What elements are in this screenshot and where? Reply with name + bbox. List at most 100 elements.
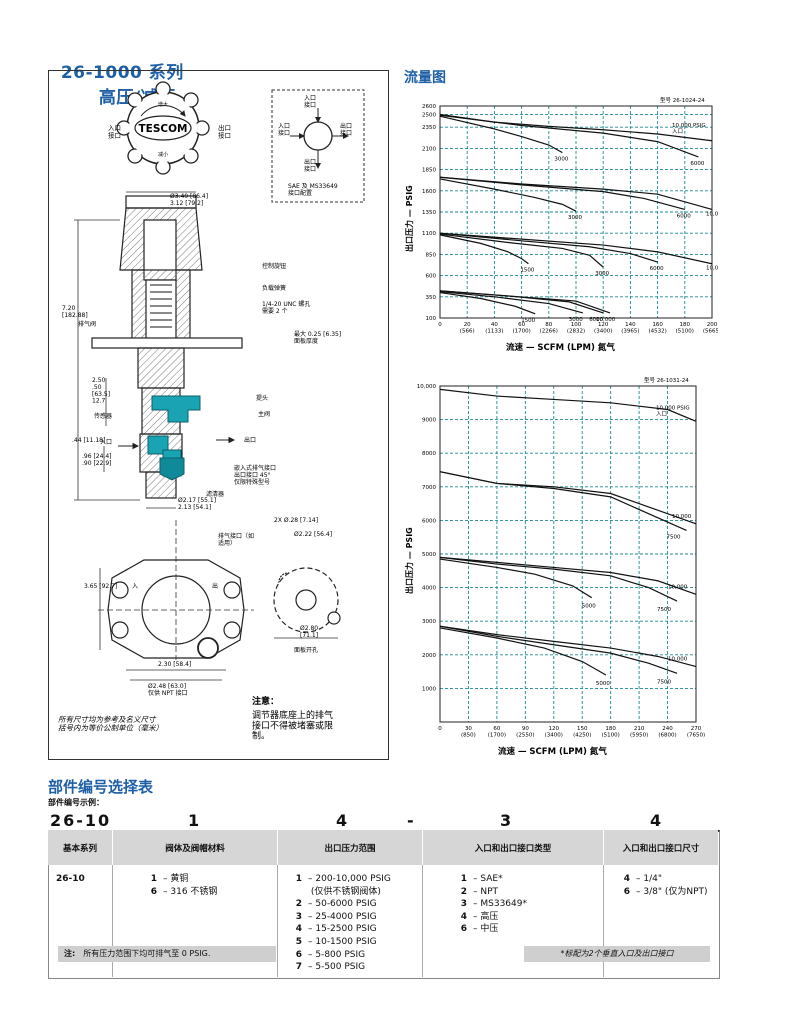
pressure-code: 3 <box>295 911 302 922</box>
dim-44: .44 [11.18] <box>72 437 105 444</box>
col-pressure: 出口压力范围 <box>277 830 423 865</box>
pressure-code: 4 <box>295 924 302 935</box>
col-port-size: 入口和出口接口尺寸 <box>603 830 718 865</box>
y-tick-label: 350 <box>426 295 437 301</box>
pressure-text: – 5-500 PSIG <box>308 962 366 973</box>
dim-96: .96 [24.4].90 [22.9] <box>82 453 112 467</box>
outlet-port-label: 出口接口 <box>218 123 231 139</box>
series-label: 3000 <box>554 157 568 163</box>
y-tick-label: 4000 <box>422 586 436 592</box>
pn-material: 1 <box>188 811 202 830</box>
x-tick-label: 40(1133) <box>485 322 503 334</box>
pressure-option: 1– 200-10,000 PSIG <box>288 873 421 886</box>
dimension-drawing-panel <box>48 70 389 760</box>
dim-panel-thickness: 最大 0.25 [6.35]面板厚度 <box>294 330 341 345</box>
model-label: 型号 26-1024-24 <box>660 96 705 104</box>
series-label: 10,000 <box>706 211 718 217</box>
series-line-4 <box>439 176 685 211</box>
series-line-13 <box>439 291 536 315</box>
note-band: 注:所有压力范围下均可排气至 0 PSIG. <box>58 946 276 962</box>
model-label: 型号 26-1031-24 <box>644 376 689 384</box>
series-line-5 <box>439 558 593 599</box>
note-label: 注: <box>64 949 76 958</box>
x-tick-label: 30(850) <box>461 726 476 738</box>
material-code: 6 <box>150 886 157 897</box>
selection-title: 部件编号选择表 <box>48 778 154 796</box>
pressure-option: (仅供不锈钢阀体) <box>288 886 421 899</box>
dim-screw: 1/4-20 UNC 螺孔需要 2 个 <box>262 300 310 315</box>
series-label: 6000 <box>589 317 603 323</box>
dim-248: Ø2.48 [63.0]仅供 NPT 接口 <box>148 683 188 697</box>
brand-logo: TESCOM <box>139 123 188 135</box>
pressure-option: 2 – 50-6000 PSIG <box>288 898 421 911</box>
material-text: – 黄铜 <box>163 874 189 884</box>
series-line-11 <box>439 290 604 314</box>
y-tick-label: 1100 <box>422 231 436 237</box>
flow-heading: 流量图 <box>404 70 446 86</box>
port-size-text: – 3/8" (仅为NPT) <box>636 886 708 897</box>
pressure-text: – 10-1500 PSIG <box>308 936 377 947</box>
pressure-code: 7 <box>295 962 302 973</box>
y-tick-label: 100 <box>426 316 437 322</box>
selection-table: 基本系列 阀体及阀帽材料 出口压力范围 入口和出口接口类型 入口和出口接口尺寸 … <box>48 830 718 977</box>
pressure-text: (仅供不锈钢阀体) <box>308 886 381 897</box>
dim-knob-diameter: Ø3.40 [86.4]3.12 [79.2] <box>170 193 208 207</box>
pressure-option: 4– 15-2500 PSIG <box>288 923 421 936</box>
port-size-text: – 1/4" <box>636 874 662 884</box>
x-tick-label: 180(5100) <box>676 322 694 334</box>
pressure-text: – 5-800 PSIG <box>308 949 366 960</box>
pressure-code: 1 <box>295 874 302 884</box>
port-type-code: 3 <box>460 899 467 910</box>
pressure-text: – 50-6000 PSIG <box>308 899 377 910</box>
y-tick-label: 2000 <box>422 653 436 659</box>
pressure-text: – 25-4000 PSIG <box>308 911 377 922</box>
callout-8: 嵌入式排气接口出口接口 45°仅限特殊型号 <box>234 464 276 486</box>
dim-250: 2.50.50[63.5]12.7 <box>92 377 110 405</box>
series-label: 10,000 <box>668 657 688 663</box>
port-size-code: 6 <box>623 886 630 897</box>
port-type-option: 3– MS33649* <box>453 898 602 911</box>
cfg-outlet-bottom: 出口接口 <box>304 158 316 173</box>
series-line-1 <box>439 115 563 154</box>
port-type-code: 4 <box>460 911 467 922</box>
pressure-code: 2 <box>295 899 302 910</box>
port-letter-in: 入 <box>132 583 138 590</box>
series-label: 3000 <box>595 271 609 277</box>
port-type-option: 6– 中压 <box>453 923 602 936</box>
dim-217: Ø2.17 [55.1]2.13 [54.1] <box>178 497 216 511</box>
port-type-text: – 高压 <box>473 911 499 922</box>
series-label: 5000 <box>582 604 596 610</box>
x-axis-title: 流速 — SCFM (LPM) 氮气 <box>498 746 607 757</box>
dim-222: Ø2.22 [56.4] <box>294 531 332 538</box>
footnote-band: *标配为2个垂直入口及出口接口 <box>524 946 710 962</box>
y-tick-label: 3000 <box>422 619 436 625</box>
port-type-code: 1 <box>460 874 467 884</box>
x-tick-label: 80(2266) <box>540 322 558 334</box>
pressure-option: 7 – 5-500 PSIG <box>288 961 421 974</box>
port-size-option: 6 – 3/8" (仅为NPT) <box>616 886 717 899</box>
port-type-option: 4 – 高压 <box>453 911 602 924</box>
x-tick-label: 20(566) <box>460 322 475 334</box>
series-label: 6000 <box>690 161 704 167</box>
port-type-text: – SAE* <box>473 874 503 884</box>
pn-port-type: 3 <box>500 811 514 830</box>
series-label: 10,000 <box>672 514 692 520</box>
callout-7: 入口 <box>100 439 112 446</box>
knob-decrease-label: 减小 <box>158 151 168 158</box>
cfg-inlet-top: 入口接口 <box>304 95 316 109</box>
port-size-option: 4– 1/4" <box>616 873 717 886</box>
y-tick-label: 2600 <box>422 104 436 110</box>
cell-pressures: 1– 200-10,000 PSIG (仅供不锈钢阀体) 2 – 50-6000 P… <box>277 865 423 977</box>
callout-2: 排气阀 <box>78 320 96 328</box>
series-label: 7500 <box>667 534 681 540</box>
callout-3: 传感器 <box>94 412 112 420</box>
series-label: 3000 <box>568 215 582 221</box>
y-tick-label: 5000 <box>422 552 436 558</box>
y-tick-label: 6000 <box>422 518 436 524</box>
series-line-0 <box>439 388 697 422</box>
port-type-option: 1 – SAE* <box>453 873 602 886</box>
y-tick-label: 7000 <box>422 485 436 491</box>
